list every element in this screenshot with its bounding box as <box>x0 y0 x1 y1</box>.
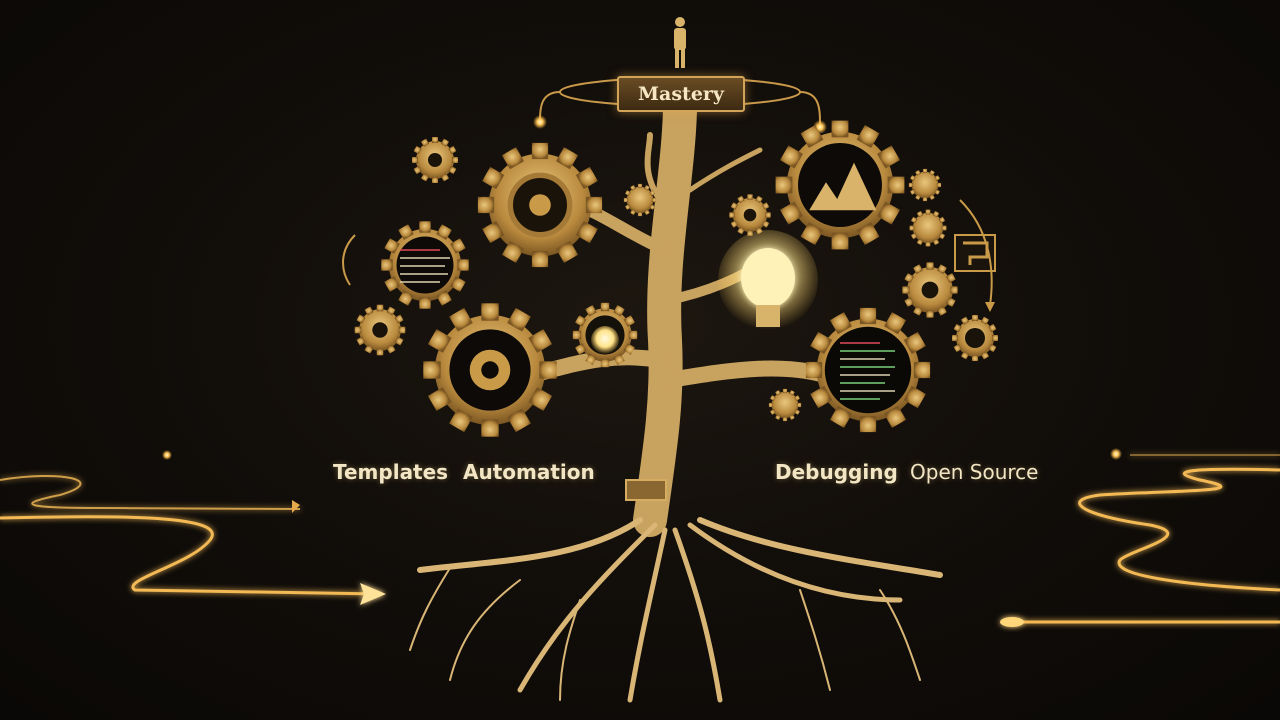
code-panel-lines <box>400 249 895 400</box>
mastery-title: Mastery <box>638 83 724 105</box>
gear-icon-large-top-left <box>477 142 603 268</box>
gear-icon-small <box>412 137 458 183</box>
gear-icon-small <box>909 209 947 247</box>
glowing-path-right <box>1010 454 1280 624</box>
mountain-landscape-icon <box>809 162 877 211</box>
person-figure-icon <box>674 17 686 68</box>
gear-icon-small <box>908 168 942 202</box>
branch-label-open-source: Open Source <box>910 460 1039 484</box>
gear-icon-large-bottom-left <box>423 303 557 437</box>
arrow-head-icon <box>360 583 386 605</box>
lightbulb-icon <box>718 230 818 330</box>
gear-icon-code <box>381 221 469 309</box>
glowing-path-left <box>0 475 381 596</box>
gear-icon-small <box>902 262 958 318</box>
gear-icon-small <box>729 194 771 236</box>
gear-icon-small <box>768 388 802 422</box>
gear-icon-code-right <box>805 307 931 433</box>
trunk-band <box>625 479 667 501</box>
gear-icon-small <box>354 304 406 356</box>
arrow-head-icon <box>292 500 300 513</box>
branch-label-debugging: Debugging <box>775 460 898 484</box>
lightbulb-small-icon <box>591 326 619 354</box>
roots-icon <box>409 517 943 703</box>
branch-label-automation: Automation <box>463 460 595 484</box>
mastery-plate: Mastery <box>617 76 745 112</box>
gear-icon-small <box>952 315 998 361</box>
branch-label-templates: Templates <box>333 460 449 484</box>
gear-icon-mountain <box>775 120 905 250</box>
